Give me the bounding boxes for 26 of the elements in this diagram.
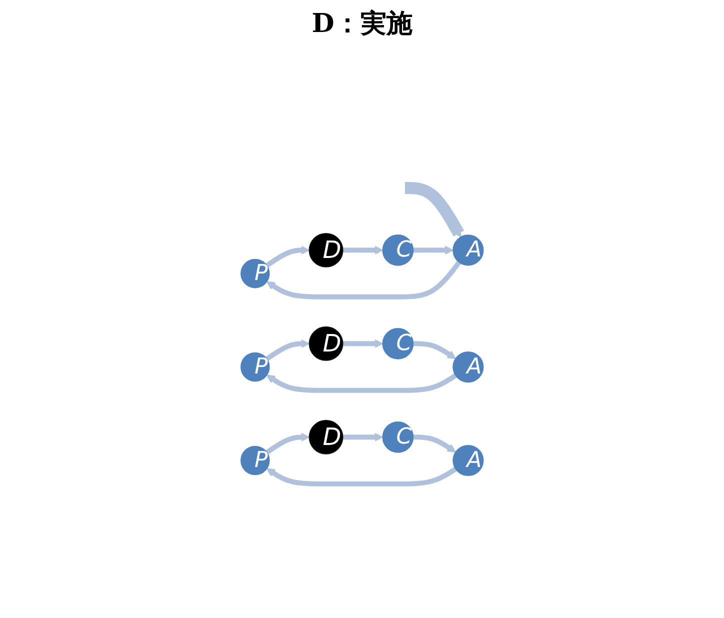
node-circle: C [382, 234, 414, 266]
node-circle: D [308, 233, 344, 268]
arrow [265, 246, 310, 268]
arrow [413, 434, 456, 453]
arrow [404, 182, 464, 238]
arrow [265, 432, 310, 455]
arrow [342, 432, 384, 442]
node-circle: P [240, 352, 270, 382]
arrow [265, 339, 310, 362]
node-circle: P [240, 446, 270, 476]
node-circle: D [308, 326, 344, 361]
label-text: D：実施 [312, 9, 412, 39]
arrow [413, 341, 456, 360]
arrow [266, 260, 462, 300]
node-circle: C [382, 328, 414, 360]
node-circle: A [452, 352, 484, 383]
arrow [413, 246, 454, 255]
node-circle: D [308, 420, 344, 454]
node-circle: A [452, 445, 484, 476]
arrow [342, 246, 384, 255]
arrow [342, 339, 384, 348]
arrow [266, 373, 457, 393]
node-circle: A [452, 234, 484, 266]
node-circle: C [382, 422, 414, 453]
node-circle: P [240, 258, 270, 288]
arrow [266, 466, 457, 486]
